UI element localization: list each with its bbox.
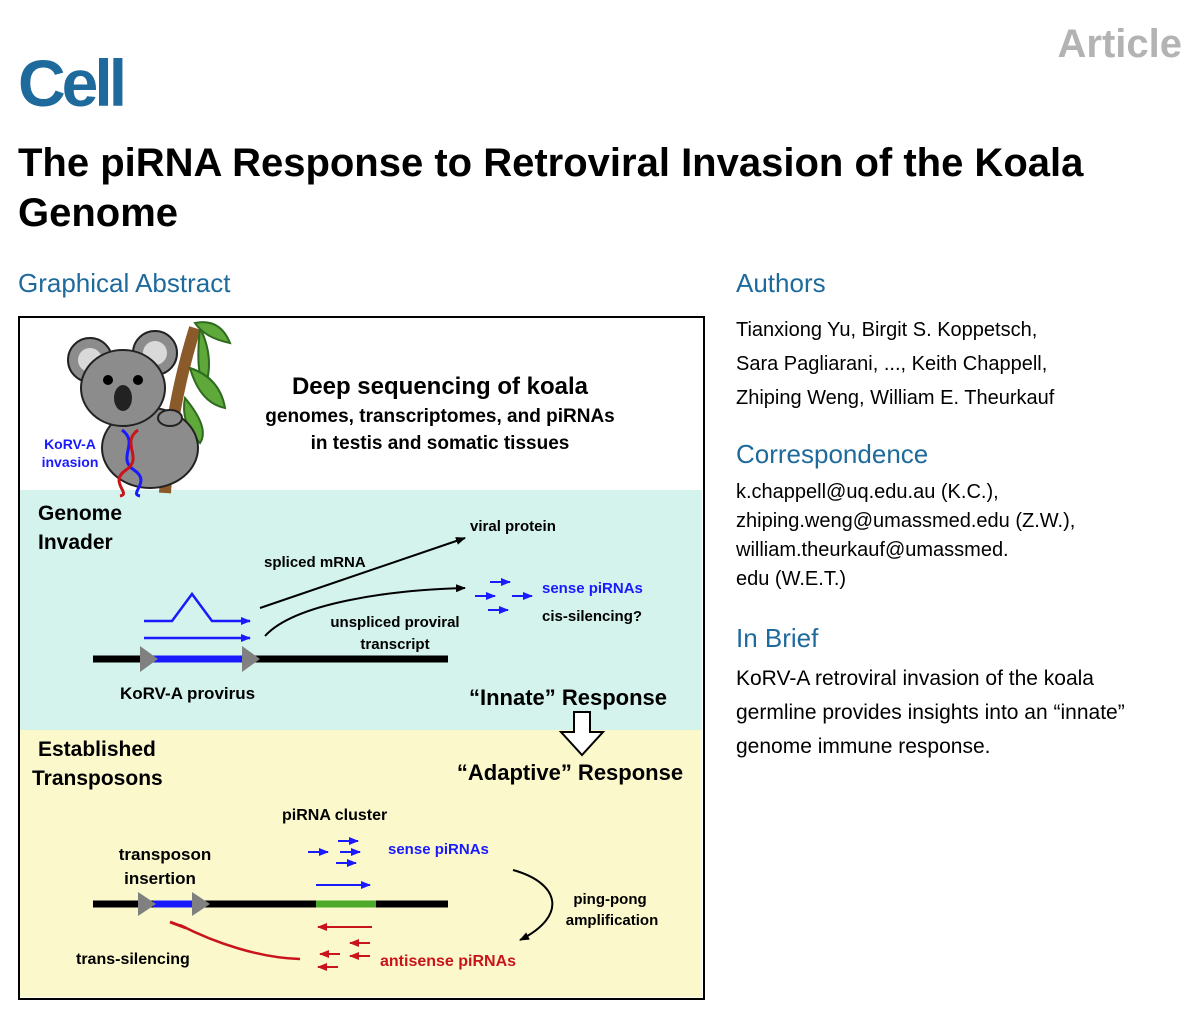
correspondence-heading: Correspondence — [736, 439, 929, 469]
cluster-sense-label: sense piRNAs — [388, 841, 489, 858]
authors-heading: Authors — [736, 268, 826, 298]
sense-pirna-arrows — [475, 578, 533, 614]
article-title: The piRNA Response to Retroviral Invasio… — [18, 141, 1084, 235]
transposon-section-bg — [20, 730, 702, 997]
korv-label: KoRV-A — [44, 436, 96, 452]
adaptive-response-label: “Adaptive” Response — [457, 760, 683, 785]
in-brief-heading: In Brief — [736, 623, 819, 653]
genome-invader-label: Invader — [38, 531, 113, 554]
unspliced-arrow — [264, 584, 466, 637]
invader-section-bg — [20, 490, 702, 730]
cis-silencing-label: cis-silencing? — [542, 608, 642, 625]
trans-silencing-inhibition — [179, 923, 301, 961]
spliced-transcript — [144, 591, 251, 625]
ltr-marker — [242, 646, 260, 672]
ltr-marker — [140, 646, 158, 672]
correspondence-line[interactable]: k.chappell@uq.edu.au (K.C.), — [736, 481, 999, 503]
korv-label: invasion — [42, 454, 99, 470]
pirna-cluster-label: piRNA cluster — [282, 807, 387, 824]
innate-response-label: “Innate” Response — [469, 685, 667, 710]
spliced-mrna-label: spliced mRNA — [264, 554, 366, 571]
authors-line: Tianxiong Yu, Birgit S. Koppetsch, — [736, 319, 1038, 341]
correspondence-line[interactable]: william.theurkauf@umassmed. — [736, 539, 1009, 561]
provirus-label: KoRV-A provirus — [120, 684, 255, 703]
authors-list: Tianxiong Yu, Birgit S. Koppetsch, Sara … — [736, 313, 1176, 415]
trans-silencing-label: trans-silencing — [76, 951, 190, 968]
established-transposons-label: Established — [38, 738, 156, 761]
graphical-abstract-figure: KoRV-A invasion Deep sequencing of koala… — [18, 316, 705, 1000]
antisense-pirnas-label: antisense piRNAs — [380, 953, 516, 970]
authors-line: Zhiping Weng, William E. Theurkauf — [736, 387, 1055, 409]
authors-line: Sara Pagliarani, ..., Keith Chappell, — [736, 353, 1048, 375]
graphical-abstract-svg: KoRV-A invasion Deep sequencing of koala… — [20, 321, 702, 997]
antisense-pirna-arrows — [317, 939, 370, 971]
sense-pirnas-label: sense piRNAs — [542, 580, 643, 597]
figure-title: Deep sequencing of koala — [292, 373, 589, 400]
ping-pong-arrow — [512, 869, 554, 941]
figure-subtitle: genomes, transcriptomes, and piRNAs — [265, 406, 614, 427]
koala-illustration — [67, 321, 232, 498]
inhibition-bar — [169, 920, 187, 930]
graphical-abstract-heading: Graphical Abstract — [18, 268, 231, 298]
genome-invader-label: Genome — [38, 502, 122, 525]
correspondence-list: k.chappell@uq.edu.au (K.C.), zhiping.wen… — [736, 478, 1176, 594]
journal-logo: Cell — [18, 46, 127, 120]
in-brief-text: KoRV-A retroviral invasion of the koala … — [736, 667, 1125, 758]
ping-pong-label: amplification — [566, 912, 659, 929]
cluster-sense-arrows — [308, 837, 361, 867]
figure-subtitle: in testis and somatic tissues — [311, 433, 570, 454]
spliced-arrow — [259, 537, 466, 609]
established-transposons-label: Transposons — [32, 767, 163, 790]
transposon-insertion-label: transposon — [119, 845, 212, 864]
ltr-marker — [138, 892, 156, 916]
viral-protein-label: viral protein — [470, 518, 556, 535]
article-type-label: Article — [1057, 22, 1183, 66]
unspliced-label: transcript — [360, 636, 429, 653]
ping-pong-label: ping-pong — [573, 891, 646, 908]
correspondence-line[interactable]: zhiping.weng@umassmed.edu (Z.W.), — [736, 510, 1076, 532]
unspliced-label: unspliced proviral — [330, 614, 459, 631]
response-transition-arrow — [558, 711, 606, 757]
transposon-insertion-label: insertion — [124, 869, 196, 888]
ltr-marker — [192, 892, 210, 916]
correspondence-line[interactable]: edu (W.E.T.) — [736, 568, 847, 590]
